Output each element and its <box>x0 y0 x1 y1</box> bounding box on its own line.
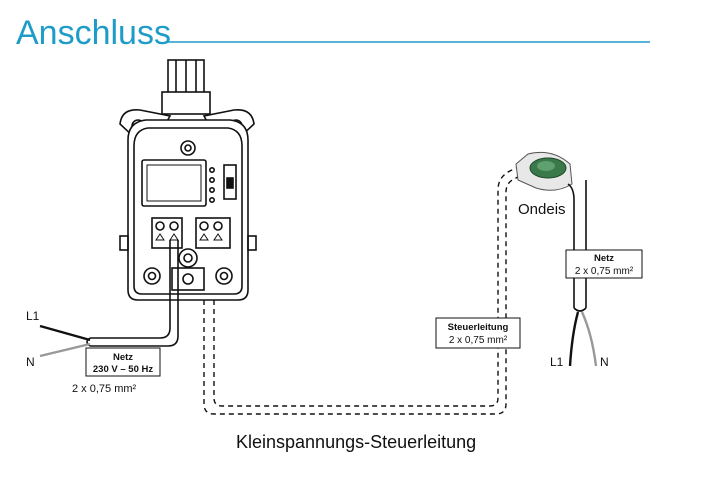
supply-cable-spec: 2 x 0,75 mm² <box>72 383 137 395</box>
junction-box <box>119 59 257 301</box>
ondeis-name: Ondeis <box>518 201 566 218</box>
control-cable-label-box: Steuerleitung 2 x 0,75 mm² <box>435 317 521 349</box>
supply-label-line1: Netz <box>113 352 133 363</box>
supply-wire-l1-label: L1 <box>26 309 40 323</box>
ondeis-wire-n-label: N <box>600 355 609 369</box>
supply-cable <box>39 240 179 358</box>
control-cable-caption: Kleinspannungs-Steuerleitung <box>236 432 476 452</box>
ondeis-wire-l1-label: L1 <box>550 355 564 369</box>
control-module-icon <box>515 151 573 191</box>
ondeis-supply-cable <box>567 179 598 367</box>
supply-wire-n-label: N <box>26 355 35 369</box>
ondeis-supply-label: Netz <box>594 253 614 264</box>
page-title: Anschluss <box>16 14 171 52</box>
supply-label-line2: 230 V – 50 Hz <box>93 364 153 375</box>
control-cable <box>203 165 527 415</box>
control-cable-spec: 2 x 0,75 mm² <box>449 335 508 346</box>
ondeis-supply-label-box: Netz 2 x 0,75 mm² <box>565 249 643 279</box>
ondeis-supply-spec: 2 x 0,75 mm² <box>575 266 634 277</box>
control-cable-label: Steuerleitung <box>448 322 509 333</box>
supply-label-box: Netz 230 V – 50 Hz <box>85 347 161 377</box>
